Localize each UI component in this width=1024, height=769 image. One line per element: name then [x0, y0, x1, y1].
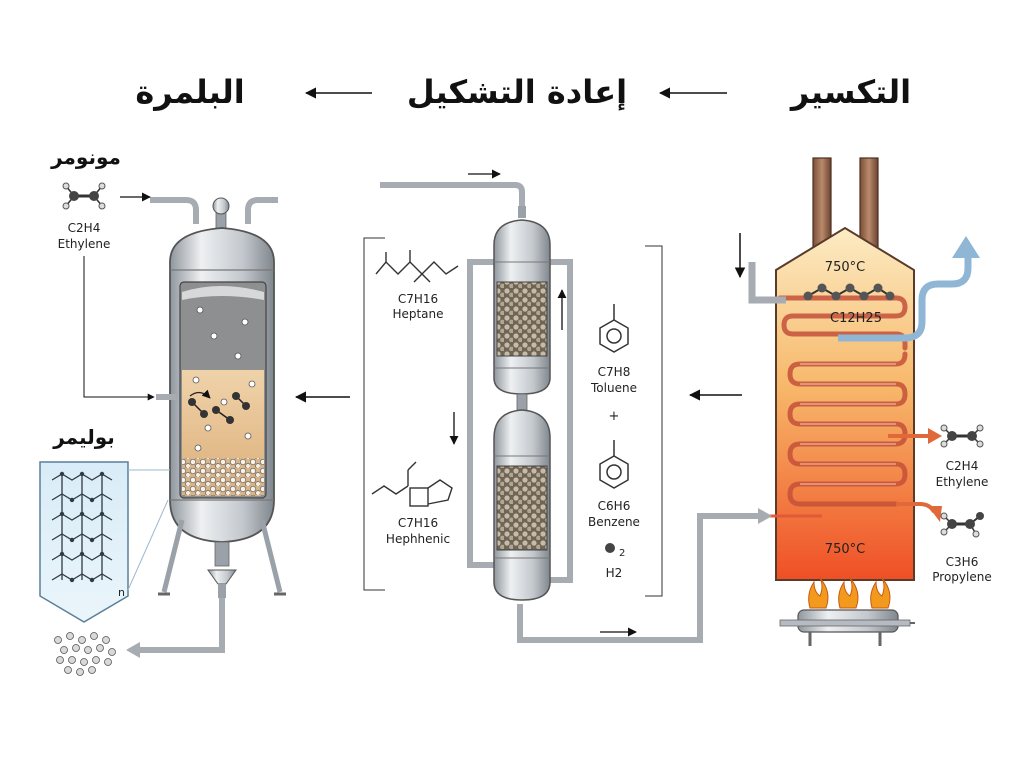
propylene-name: Propylene: [932, 570, 991, 584]
heptane-structure-icon: [375, 250, 459, 283]
reactor-inlet-pipe-right: [245, 197, 278, 224]
polymer-atoms: [59, 471, 105, 583]
stage-title-polymerization: البلمرة: [135, 73, 244, 111]
feed-molecule-icon: [803, 283, 895, 301]
ethylene-formula: C2H4: [946, 459, 979, 473]
propylene-arrowhead: [928, 506, 942, 522]
reformer-inlet-pipe: [380, 182, 525, 212]
hephhenic-name: Hephhenic: [386, 532, 450, 546]
catalyst-bed-upper: [496, 281, 548, 357]
stage-title-reforming: إعادة التشكيل: [407, 73, 627, 112]
monomer-title: مونومر: [50, 145, 121, 169]
ethylene-arrowhead: [928, 428, 942, 444]
monomer-ethylene-icon: [62, 182, 106, 210]
propylene-formula: C3H6: [946, 555, 979, 569]
monomer-formula: C2H4: [68, 221, 101, 235]
polymer-pellets-icon: [54, 632, 116, 676]
pipe-arrowhead: [758, 508, 772, 524]
furnace-outlet-pipe: [838, 246, 972, 342]
polymer-repeat-index: n: [118, 586, 125, 599]
monomer-to-reactor-line: [83, 256, 155, 401]
reactor-inlet-pipe-left: [150, 197, 199, 224]
monomer-name: Ethylene: [58, 237, 111, 251]
stage-title-cracking: التكسير: [789, 73, 911, 111]
coil-highlight: [800, 363, 896, 485]
reaction-molecules-icon: [188, 389, 250, 424]
catalyst-bed-lower: [496, 465, 548, 551]
reformer-side-pipe-right: [548, 259, 573, 583]
toluene-structure-icon: [599, 304, 629, 353]
furnace-inlet-pipe: [748, 262, 786, 304]
furnace-feed-formula: C12H25: [830, 311, 882, 326]
cracking-furnace: 750°C C12H25 750°C: [734, 157, 992, 646]
heptane-formula: C7H16: [398, 292, 438, 306]
furnace-temp-bottom: 750°C: [825, 542, 865, 557]
furnace-temp-top: 750°C: [825, 260, 865, 275]
heptane-name: Heptane: [392, 307, 443, 321]
heating-coil: [777, 295, 908, 507]
polymer-pellet-bed: [182, 458, 264, 496]
benzene-formula: C6H6: [598, 499, 631, 513]
flame-icon: [870, 577, 891, 609]
hephhenic-formula: C7H16: [398, 516, 438, 530]
product-discharge-pipe: [136, 598, 225, 653]
polymer-title: بوليمر: [52, 425, 115, 449]
bubble-particles: [192, 306, 256, 452]
product-bracket: [645, 245, 663, 597]
flame-icon: [808, 577, 829, 609]
hydrogen-atom-icon: [605, 543, 615, 553]
toluene-name: Toluene: [590, 381, 637, 395]
plus-sign: +: [609, 409, 620, 424]
polymer-structure-panel: [39, 461, 129, 623]
polymerization-reactor: [126, 197, 286, 658]
ethylene-name: Ethylene: [936, 475, 989, 489]
burner-assembly: [779, 577, 915, 646]
reactant-bracket: [363, 237, 385, 591]
benzene-structure-icon: [599, 440, 629, 489]
toluene-formula: C7H8: [598, 365, 631, 379]
benzene-name: Benzene: [588, 515, 640, 529]
ethylene-molecule-icon: [940, 424, 984, 448]
propylene-molecule-icon: [940, 512, 984, 538]
hydrogen-formula: H2: [606, 566, 623, 580]
reformer-to-furnace-pipe: [517, 513, 766, 643]
outlet-arrowhead: [952, 236, 980, 258]
flame-icon: [838, 577, 859, 609]
hydrogen-subscript: 2: [619, 548, 625, 559]
reformer-side-pipe-left: [467, 259, 494, 568]
discharge-valve-icon: [207, 569, 237, 585]
reforming-reactor: [380, 169, 573, 601]
hephhenic-structure-icon: [371, 461, 453, 507]
